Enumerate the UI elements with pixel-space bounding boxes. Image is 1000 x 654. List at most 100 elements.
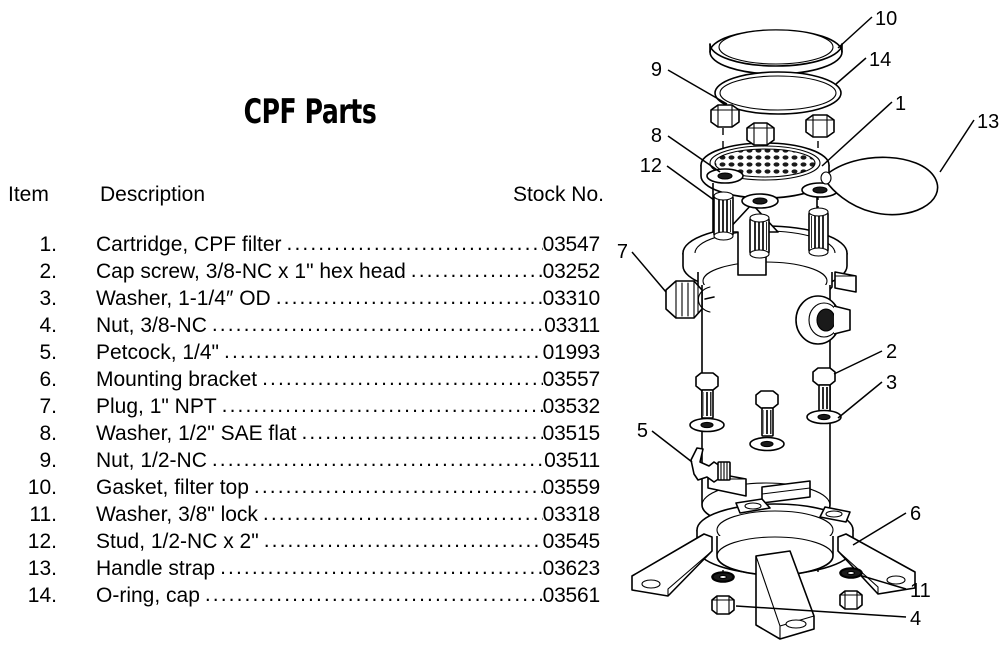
leader-dots: ........................................… — [410, 259, 543, 282]
leader-dots: ........................................… — [262, 367, 543, 390]
callout-8: 8 — [651, 125, 662, 147]
diagram-svg: .ln { fill:none; stroke:#000; stroke-wid… — [617, 8, 999, 640]
part-petcock-quarter — [690, 447, 731, 483]
part-item-number: 4. — [39, 314, 57, 337]
part-row-content: O-ring, cap.............................… — [96, 583, 600, 608]
callout-6: 6 — [910, 503, 921, 525]
part-stock-number: 03532 — [542, 395, 600, 418]
part-handle-strap — [820, 156, 939, 216]
column-header-item: Item — [8, 183, 49, 206]
callout-14: 14 — [869, 49, 891, 71]
leader-dots: ........................................… — [286, 232, 543, 255]
part-item-number: 7. — [39, 395, 57, 418]
callout-4: 4 — [910, 608, 921, 630]
table-row: 4. Nut, 3/8-NC...........................… — [0, 313, 620, 340]
part-item-number: 13. — [27, 557, 57, 580]
part-stock-number: 03311 — [544, 314, 600, 337]
leader-dots: ........................................… — [221, 394, 543, 417]
part-outlet-port — [795, 295, 851, 345]
part-item-number: 11. — [29, 503, 57, 526]
part-stud-half-nc-center — [749, 213, 770, 259]
table-row: 12. Stud, 1/2-NC x 2"....................… — [0, 529, 620, 556]
part-item-number: 10. — [27, 476, 57, 499]
leader-dots: ........................................… — [275, 286, 543, 309]
page-title: CPF Parts — [243, 92, 377, 132]
part-stock-number: 01993 — [542, 341, 600, 364]
callout-13: 13 — [977, 111, 999, 133]
part-gasket-filter-top — [709, 29, 843, 75]
part-description: Washer, 1-1/4″ OD — [96, 287, 271, 310]
leader-dots: ........................................… — [263, 529, 543, 552]
callout-9: 9 — [651, 59, 662, 81]
part-description: Cartridge, CPF filter — [96, 233, 282, 256]
table-header-row: Item Description Stock No. — [0, 183, 620, 209]
column-header-stock-no: Stock No. — [512, 183, 604, 206]
leader-dots: ........................................… — [220, 556, 543, 579]
part-description: Gasket, filter top — [96, 476, 249, 499]
part-description: Nut, 1/2-NC — [96, 449, 207, 472]
table-row: 5.Petcock, 1/4".........................… — [0, 340, 620, 367]
part-description: Handle strap — [96, 557, 216, 580]
leader-dots: ........................................… — [211, 448, 544, 471]
part-washer-half-sae-right — [801, 182, 839, 198]
table-row: 6. Mounting bracket......................… — [0, 367, 620, 394]
leader-dots: ........................................… — [301, 421, 542, 444]
table-row: 8.Washer, 1/2" SAE flat.................… — [0, 421, 620, 448]
part-mounting-bracket — [631, 498, 916, 640]
leader-dots: ........................................… — [262, 502, 543, 525]
callout-numbers: 10 14 9 8 12 1 13 7 2 3 5 6 11 4 — [617, 8, 999, 630]
part-stock-number: 03557 — [542, 368, 600, 391]
part-row-content: Washer, 3/8" lock.......................… — [96, 502, 600, 527]
part-cap-screw-right — [812, 367, 836, 412]
part-description: O-ring, cap — [96, 584, 200, 607]
part-row-content: Stud, 1/2-NC x 2".......................… — [96, 529, 600, 554]
leader-dots: ........................................… — [211, 313, 544, 336]
part-cap-screw-center — [755, 390, 779, 437]
part-nut-3-8-nc-left — [711, 595, 735, 615]
callout-10: 10 — [875, 8, 897, 30]
table-row: 14. O-ring, cap..........................… — [0, 583, 620, 610]
part-stock-number: 03623 — [542, 557, 600, 580]
table-row: 3. Washer, 1-1/4″ OD.....................… — [0, 286, 620, 313]
part-stud-half-nc-left — [713, 191, 734, 241]
part-description: Mounting bracket — [96, 368, 258, 391]
part-washer-1-1-4-od-left — [689, 417, 725, 433]
part-item-number: 3. — [39, 287, 57, 310]
part-row-content: Nut, 3/8-NC.............................… — [96, 313, 600, 338]
leader-dots: ........................................… — [253, 475, 543, 498]
part-item-number: 6. — [39, 368, 57, 391]
part-description: Washer, 3/8" lock — [96, 503, 258, 526]
part-stock-number: 03310 — [542, 287, 600, 310]
table-row: 10. Gasket, filter top...................… — [0, 475, 620, 502]
part-description: Plug, 1" NPT — [96, 395, 217, 418]
callout-2: 2 — [886, 341, 897, 363]
part-item-number: 14. — [27, 584, 57, 607]
part-row-content: Petcock, 1/4"...........................… — [96, 340, 600, 365]
callout-1: 1 — [895, 93, 906, 115]
part-stock-number: 03511 — [544, 449, 600, 472]
part-o-ring-cap — [714, 71, 842, 115]
part-stock-number: 03559 — [542, 476, 600, 499]
part-row-content: Handle strap............................… — [96, 556, 600, 581]
part-washer-half-sae-center — [741, 193, 779, 209]
part-nut-half-nc-center — [746, 122, 775, 146]
part-stock-number: 03318 — [542, 503, 600, 526]
part-description: Cap screw, 3/8-NC x 1" hex head — [96, 260, 406, 283]
callout-3: 3 — [886, 372, 897, 394]
part-description: Washer, 1/2" SAE flat — [96, 422, 297, 445]
part-item-number: 12. — [27, 530, 57, 553]
part-nut-half-nc-right — [805, 114, 835, 138]
table-row: 9. Nut, 1/2-NC...........................… — [0, 448, 620, 475]
part-washer-half-sae-left — [706, 168, 744, 184]
table-row: 11. Washer, 3/8" lock....................… — [0, 502, 620, 529]
part-stock-number: 03561 — [542, 584, 600, 607]
part-washer-1-1-4-od-right — [806, 409, 842, 425]
part-nut-3-8-nc-right — [839, 590, 863, 610]
part-row-content: Gasket, filter top......................… — [96, 475, 600, 500]
exploded-assembly-diagram: .ln { fill:none; stroke:#000; stroke-wid… — [610, 0, 1000, 654]
callout-12: 12 — [640, 155, 662, 177]
part-item-number: 9. — [39, 449, 57, 472]
parts-list-panel: CPF Parts Item Description Stock No. 1.C… — [0, 92, 620, 610]
part-washer-1-1-4-od-center — [749, 436, 785, 452]
part-row-content: Washer, 1/2" SAE flat...................… — [96, 421, 600, 446]
